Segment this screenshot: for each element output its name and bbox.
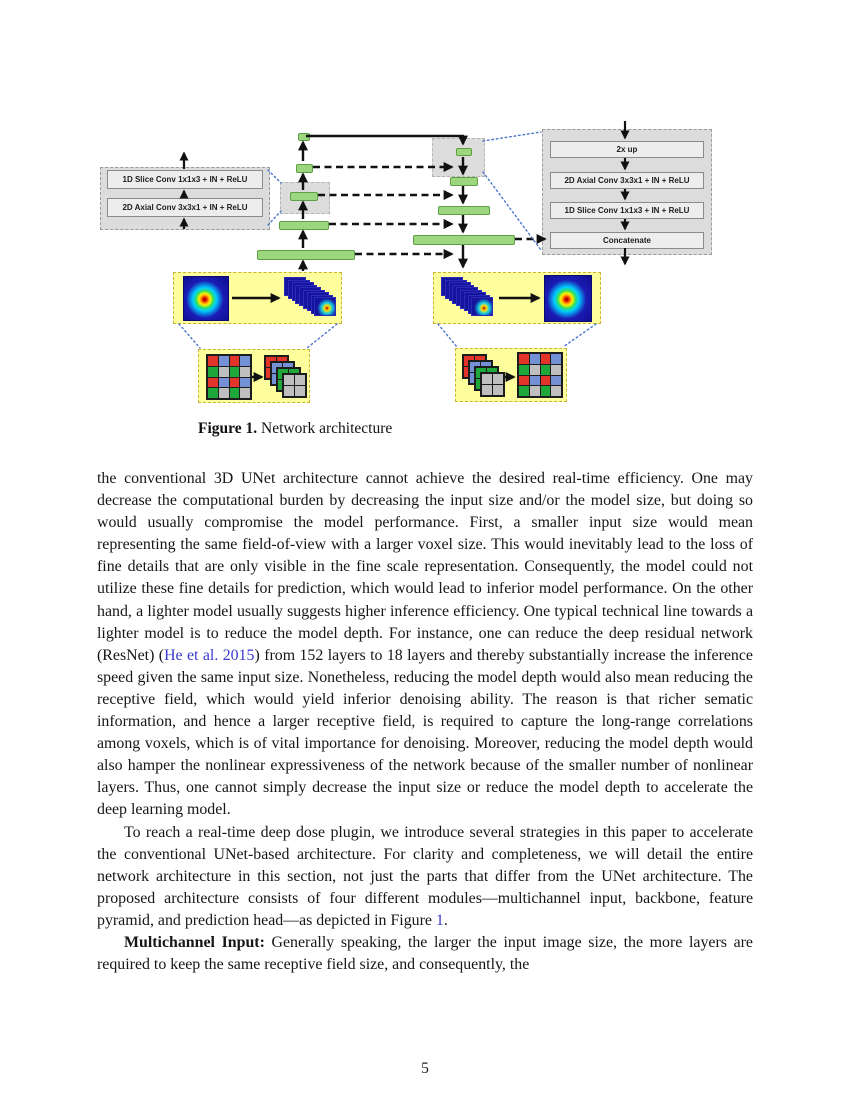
- output-dose-heatmap: [544, 275, 592, 322]
- dose-slice: [471, 297, 494, 316]
- dose-slice: [314, 297, 337, 316]
- voxel-cell: [529, 354, 540, 364]
- decoder-slice-conv-box: 1D Slice Conv 1x1x3 + IN + ReLU: [550, 202, 704, 219]
- decoder-feature-bar-4: [456, 148, 472, 156]
- encoder-feature-bar-4: [296, 164, 313, 173]
- paragraph-2: To reach a real-time deep dose plugin, w…: [97, 822, 753, 932]
- voxel-cell: [229, 377, 240, 388]
- voxel-cell: [551, 375, 561, 386]
- paragraph-1-text-a: the conventional 3D UNet architecture ca…: [97, 470, 753, 664]
- paragraph-3: Multichannel Input: Generally speaking, …: [97, 932, 753, 976]
- voxel-cell: [229, 356, 240, 366]
- concatenate-box: Concatenate: [550, 232, 704, 249]
- figure-caption-label: Figure 1.: [198, 420, 258, 437]
- voxel-cell: [519, 354, 529, 364]
- voxel-cell: [218, 388, 229, 398]
- citation-link-he-2015[interactable]: He et al. 2015: [164, 646, 255, 664]
- paragraph-2-text-b: .: [443, 911, 448, 929]
- voxel-cell: [229, 366, 240, 377]
- output-voxel-grid: [517, 352, 563, 398]
- input-dose-heatmap: [183, 276, 229, 321]
- decoder-block-highlight: [432, 138, 485, 177]
- upsample-box: 2x up: [550, 141, 704, 158]
- voxel-cell: [529, 364, 540, 375]
- voxel-cell: [529, 375, 540, 386]
- voxel-cell: [540, 386, 551, 396]
- voxel-cell: [208, 377, 218, 388]
- voxel-cell: [519, 386, 529, 396]
- encoder-axial-conv-box: 2D Axial Conv 3x3x1 + IN + ReLU: [107, 198, 263, 217]
- voxel-cell: [218, 377, 229, 388]
- figure-1-reference-link[interactable]: 1: [435, 911, 444, 929]
- voxel-cell: [551, 386, 561, 396]
- voxel-cell: [218, 366, 229, 377]
- voxel-cell: [540, 375, 551, 386]
- voxel-cell: [519, 364, 529, 375]
- figure-caption-text: Network architecture: [261, 420, 393, 437]
- input-voxel-grid: [206, 354, 252, 400]
- decoder-feature-bar-1: [413, 235, 515, 245]
- page-number: 5: [421, 1060, 429, 1077]
- voxel-cell: [529, 386, 540, 396]
- decoder-feature-bar-2: [438, 206, 490, 215]
- encoder-feature-bar-3: [290, 192, 318, 201]
- decoder-axial-conv-box: 2D Axial Conv 3x3x1 + IN + ReLU: [550, 172, 704, 189]
- voxel-cell: [208, 366, 218, 377]
- encoder-slice-conv-box: 1D Slice Conv 1x1x3 + IN + ReLU: [107, 170, 263, 189]
- paragraph-1-text-b: ) from 152 layers to 18 layers and there…: [97, 646, 753, 819]
- voxel-cell: [240, 377, 250, 388]
- paragraph-1: the conventional 3D UNet architecture ca…: [97, 468, 753, 822]
- voxel-cell: [208, 388, 218, 398]
- voxel-cell: [551, 364, 561, 375]
- paragraph-3-text: Generally speaking, the larger the input…: [97, 933, 753, 974]
- voxel-cell: [519, 375, 529, 386]
- channel-grid-gray: [480, 372, 505, 397]
- voxel-cell: [240, 366, 250, 377]
- voxel-cell: [551, 354, 561, 364]
- figure-caption: Figure 1. Network architecture: [198, 420, 392, 438]
- voxel-cell: [208, 356, 218, 366]
- decoder-feature-bar-3: [450, 177, 478, 186]
- voxel-cell: [218, 356, 229, 366]
- body-text: the conventional 3D UNet architecture ca…: [97, 468, 753, 976]
- channel-grid-gray: [282, 373, 307, 398]
- voxel-cell: [240, 356, 250, 366]
- voxel-cell: [540, 354, 551, 364]
- encoder-feature-bar-5: [298, 133, 310, 141]
- voxel-cell: [240, 388, 250, 398]
- encoder-feature-bar-1: [257, 250, 355, 260]
- voxel-cell: [540, 364, 551, 375]
- voxel-cell: [229, 388, 240, 398]
- paragraph-2-text-a: To reach a real-time deep dose plugin, w…: [97, 823, 753, 929]
- encoder-feature-bar-2: [279, 221, 329, 230]
- multichannel-input-heading: Multichannel Input:: [124, 933, 265, 951]
